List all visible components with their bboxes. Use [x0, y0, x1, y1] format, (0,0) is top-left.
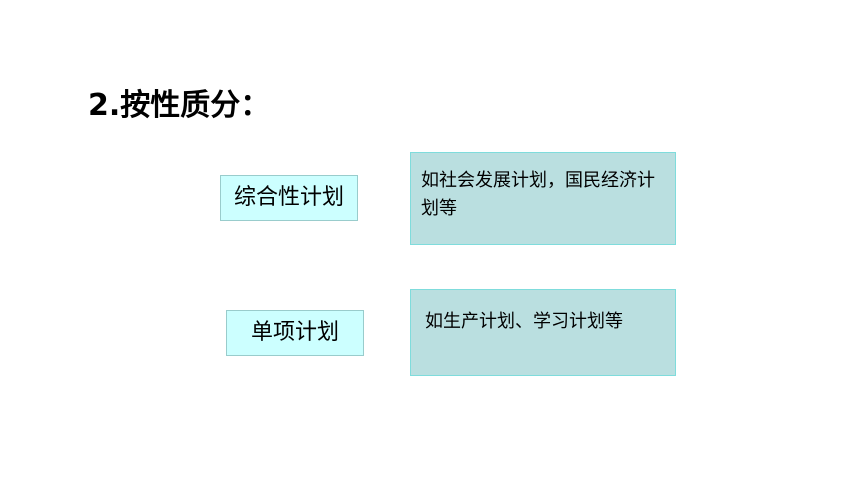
description-box-comprehensive-plan: 如社会发展计划，国民经济计划等	[410, 152, 676, 245]
term-box-comprehensive-plan: 综合性计划	[220, 175, 358, 221]
term-box-single-plan: 单项计划	[226, 310, 364, 356]
description-box-single-plan: 如生产计划、学习计划等	[410, 289, 676, 376]
section-heading: 2.按性质分：	[88, 88, 271, 123]
